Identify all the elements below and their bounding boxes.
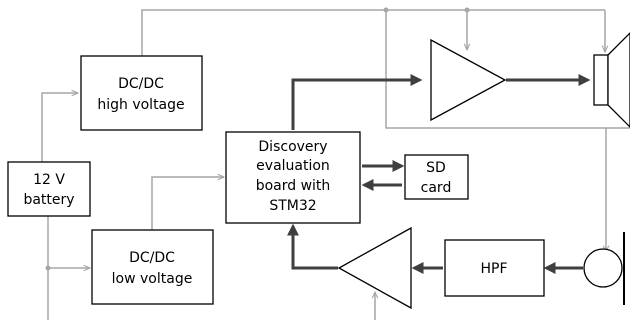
dcdc-low-label-line2: low voltage	[112, 271, 193, 287]
discovery-label-line4: STM32	[269, 198, 316, 214]
discovery-label-line3: board with	[256, 178, 331, 194]
power-amplifier-icon	[430, 38, 507, 122]
preamplifier-icon	[337, 226, 412, 310]
discovery-to-amp	[291, 74, 423, 130]
battery-label-line1: 12 V	[33, 172, 65, 188]
junction-dot	[45, 265, 51, 271]
sd-card-label-line2: card	[421, 180, 452, 196]
dcdc-high-label-line1: DC/DC	[118, 76, 164, 92]
dcdc-high-label-line2: high voltage	[97, 97, 184, 113]
preamp-to-discovery	[287, 223, 338, 270]
battery-block: 12 V battery	[7, 161, 91, 217]
discovery-label-line1: Discovery	[258, 139, 327, 155]
hpf-label: HPF	[480, 261, 507, 277]
discovery-label-line2: evaluation	[256, 158, 330, 174]
lv-to-discovery	[151, 177, 224, 230]
speaker-icon	[593, 32, 630, 128]
dcdc-high-voltage-block: DC/DC high voltage	[80, 55, 203, 131]
power-wires	[41, 7, 630, 320]
sd-card-label-line1: SD	[426, 160, 446, 176]
microphone-icon	[583, 232, 625, 305]
dcdc-low-label-line1: DC/DC	[129, 250, 175, 266]
sd-card-block: SD card	[404, 154, 469, 200]
hpf-block: HPF	[444, 239, 545, 297]
bias-branch	[385, 10, 606, 252]
junction-dot	[464, 7, 470, 13]
battery-label-line2: battery	[23, 192, 74, 208]
junction-dot	[383, 7, 389, 13]
battery-to-hv	[41, 93, 78, 162]
dcdc-low-voltage-block: DC/DC low voltage	[91, 229, 214, 305]
discovery-board-block: Discovery evaluation board with STM32	[225, 131, 361, 224]
hv-rail	[141, 9, 605, 56]
signal-wires	[287, 74, 591, 274]
